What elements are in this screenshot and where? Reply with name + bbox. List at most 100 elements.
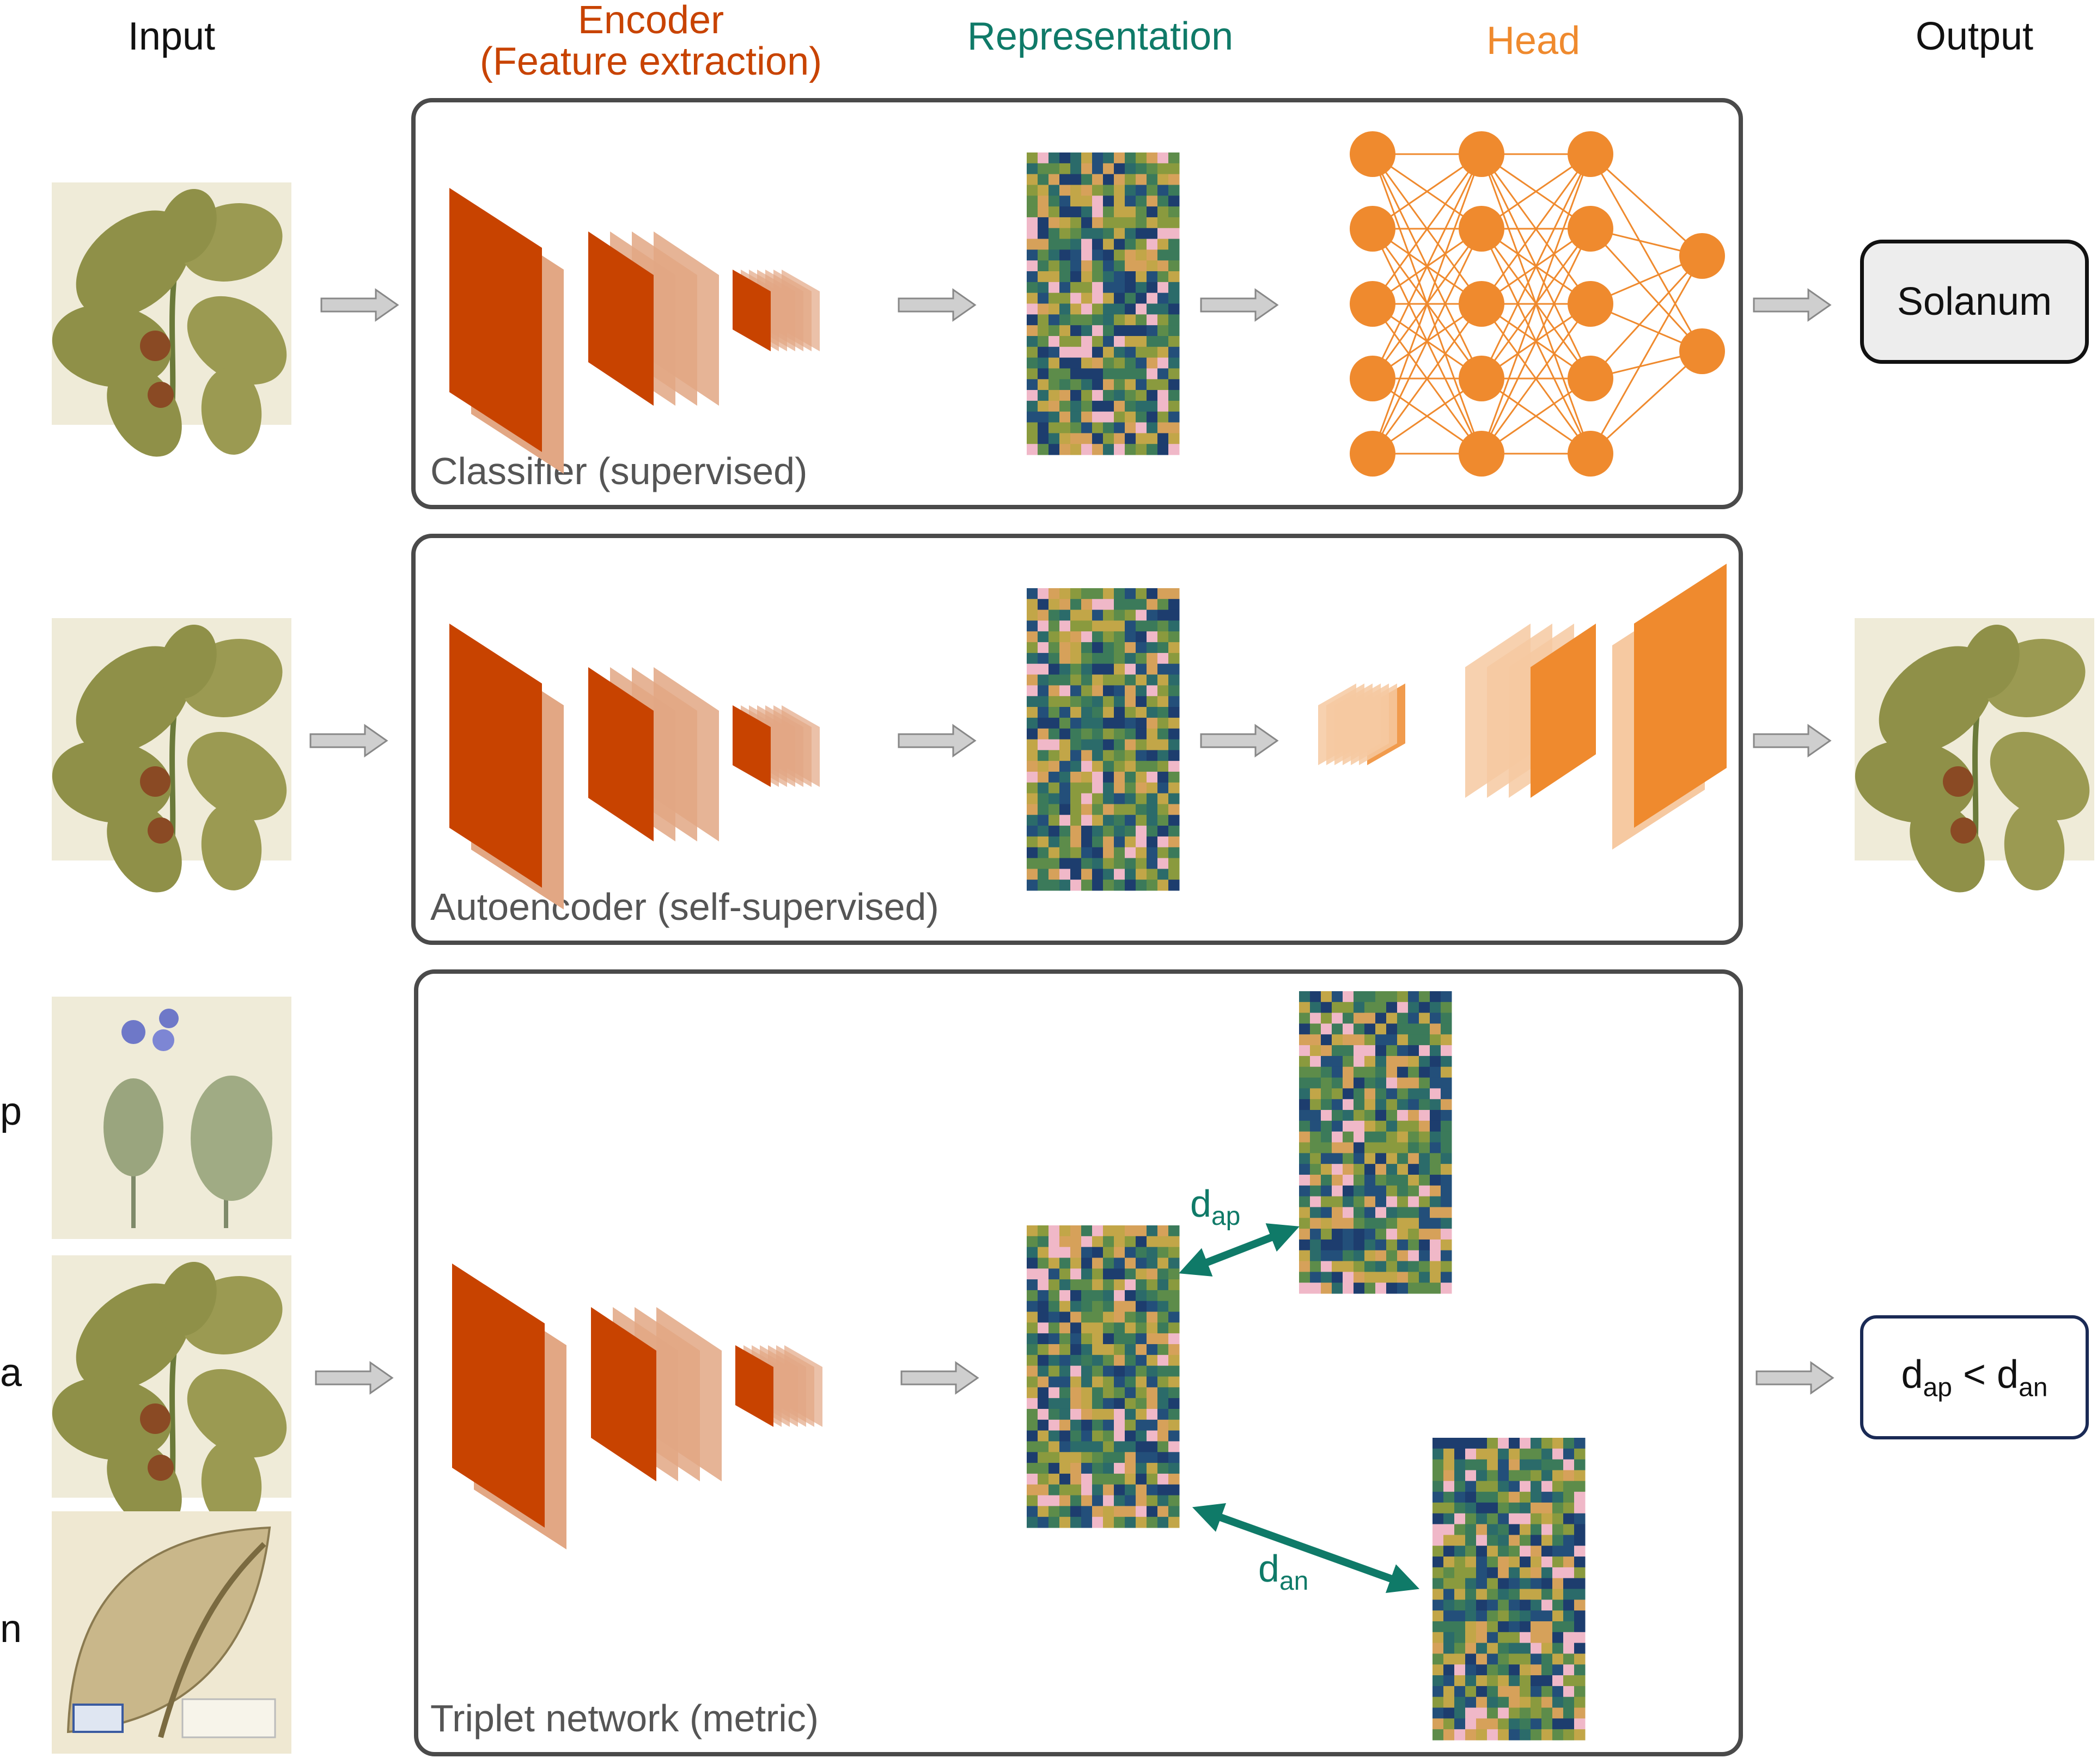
autoencoder-panel [411, 534, 1743, 945]
autoencoder-output-specimen [1855, 618, 2094, 893]
classifier-representation [1027, 152, 1180, 455]
neuron-l0-n2 [1350, 281, 1395, 327]
classifier-encoder-plate-a1 [449, 188, 542, 452]
header-input: Input [127, 15, 216, 58]
neuron-l1-n3 [1459, 356, 1504, 401]
positive-label: p [0, 1090, 22, 1133]
neuron-l2-n3 [1568, 356, 1613, 401]
representation-grids [1027, 152, 1586, 1741]
distance-arrows [1179, 1223, 1420, 1593]
header-encoder: Encoder (Feature extraction) [452, 0, 850, 82]
classifier-panel [411, 98, 1743, 509]
autoencoder-input-specimen-leaf3 [187, 731, 287, 821]
classifier-input-specimen-leaf2 [52, 304, 172, 388]
neuron-l1-n2 [1459, 281, 1504, 327]
triplet-arrow-2 [1755, 1361, 1834, 1395]
autoencoder-arrow-2 [1200, 724, 1279, 758]
neuron-l2-n2 [1568, 281, 1613, 327]
autoencoder-output-specimen-fruit2 [1950, 817, 1977, 844]
metric-output-text: dap < dan [1901, 1352, 2048, 1402]
autoencoder-panel-title: Autoencoder (self-supervised) [430, 886, 939, 928]
negative-label: n [0, 1607, 22, 1651]
autoencoder-arrow-0 [309, 724, 388, 758]
neuron-l1-n4 [1459, 431, 1504, 477]
decoder-plate-b3 [1531, 624, 1596, 798]
anchor-specimen-leaf3 [187, 1369, 287, 1458]
neuron-l0-n3 [1350, 356, 1395, 401]
neuron-l2-n0 [1568, 131, 1613, 177]
anchor-representation [1027, 1225, 1180, 1528]
autoencoder-output-specimen-leaf6 [1962, 625, 2020, 699]
negative-specimen [52, 1511, 291, 1754]
specimen-images [52, 182, 2094, 1754]
neuron-l1-n0 [1459, 131, 1504, 177]
autoencoder-output-specimen-leaf3 [1990, 731, 2090, 821]
header-head: Head [1486, 19, 1581, 63]
autoencoder-representation [1027, 588, 1180, 891]
autoencoder-output-specimen-leaf5 [2004, 803, 2065, 890]
triplet-panel [414, 969, 1743, 1756]
neuron-l3-n0 [1679, 233, 1725, 279]
positive-specimen-flower3 [159, 1009, 179, 1028]
neuron-l1-n1 [1459, 206, 1504, 252]
triplet-encoder-plate-c0 [735, 1345, 773, 1427]
metric-output-box: dap < dan [1860, 1315, 2089, 1439]
triplet-encoder-plate-a1 [452, 1264, 545, 1528]
classifier-arrow-3 [1753, 288, 1832, 322]
positive-specimen-leaf2 [191, 1076, 272, 1201]
autoencoder-input-specimen-fruit1 [140, 766, 170, 797]
classifier-panel-title: Classifier (supervised) [430, 450, 808, 492]
classifier-input-specimen-fruit2 [148, 382, 174, 408]
negative-representation [1432, 1438, 1586, 1741]
neuron-l2-n4 [1568, 431, 1613, 477]
header-output: Output [1915, 15, 2034, 58]
classifier-encoder [449, 188, 820, 474]
encoder-blocks [449, 188, 822, 1549]
negative-specimen-label-slip [181, 1698, 276, 1738]
anchor-specimen-leaf2 [52, 1377, 172, 1461]
neuron-l0-n0 [1350, 131, 1395, 177]
triplet-arrow-1 [900, 1361, 979, 1395]
neuron-l0-n1 [1350, 206, 1395, 252]
decoder-plate-a0 [1318, 683, 1356, 765]
negative-specimen-leaf [66, 1526, 271, 1734]
classifier-input-specimen-fruit1 [140, 331, 170, 361]
autoencoder-input-specimen [52, 618, 291, 893]
autoencoder-encoder [449, 624, 820, 910]
positive-specimen [52, 997, 291, 1239]
anchor-label: a [0, 1351, 22, 1395]
neuron-l3-n1 [1679, 328, 1725, 374]
anchor-specimen [52, 1255, 291, 1530]
autoencoder-output-specimen-leaf2 [1855, 740, 1974, 823]
triplet-arrow-0 [315, 1361, 394, 1395]
autoencoder-arrow-3 [1753, 724, 1832, 758]
header-representation: Representation [967, 15, 1234, 58]
triplet-panel-title: Triplet network (metric) [430, 1697, 819, 1739]
autoencoder-encoder-plate-a1 [449, 624, 542, 888]
positive-specimen-flower2 [153, 1029, 174, 1051]
anchor-specimen-fruit1 [140, 1403, 170, 1434]
distance-an-arrow [1192, 1503, 1420, 1593]
autoencoder-input-specimen-leaf2 [52, 740, 172, 823]
anchor-specimen-leaf6 [159, 1262, 217, 1336]
anchor-specimen-fruit2 [148, 1455, 174, 1481]
header-encoder-line1: Encoder [577, 0, 724, 42]
solanum-output-label: Solanum [1897, 280, 2052, 323]
solanum-output-box: Solanum [1860, 240, 2089, 364]
autoencoder-input-specimen-leaf5 [201, 803, 262, 890]
distance-ap-arrow [1179, 1223, 1300, 1277]
positive-specimen-flower1 [121, 1020, 145, 1044]
autoencoder-input-specimen-fruit2 [148, 817, 174, 844]
classifier-encoder-plate-b0 [588, 231, 654, 406]
neuron-l2-n1 [1568, 206, 1613, 252]
decoder-plate-c1 [1634, 564, 1727, 828]
classifier-input-specimen [52, 182, 291, 457]
autoencoder-encoder-plate-c0 [733, 705, 771, 787]
classifier-arrow-0 [320, 288, 399, 322]
anchor-specimen-leaf5 [201, 1441, 262, 1528]
flow-arrows [309, 288, 1834, 1395]
autoencoder-encoder-plate-b0 [588, 667, 654, 841]
classifier-arrow-1 [898, 288, 977, 322]
